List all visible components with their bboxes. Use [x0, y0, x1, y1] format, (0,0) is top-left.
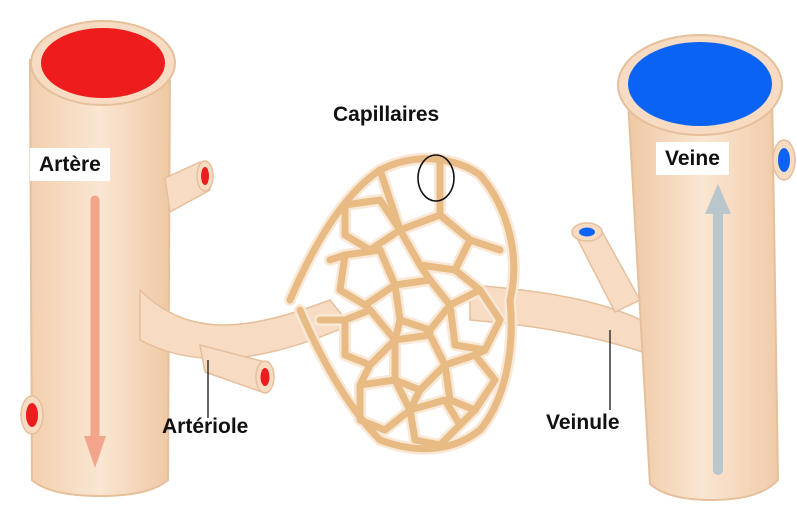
label-vein: Veine	[656, 142, 729, 175]
vein-lumen	[628, 42, 772, 126]
arteriole-lumen	[261, 368, 270, 386]
vein-vessel	[618, 35, 795, 500]
artery-branch-lumen-bottom	[26, 403, 38, 427]
vein-branch-lumen	[778, 148, 790, 172]
artery-lumen	[41, 28, 165, 98]
label-venule: Veinule	[546, 412, 620, 433]
label-capillaries: Capillaires	[333, 104, 439, 125]
venule-branch-lumen	[579, 228, 595, 237]
label-artery: Artère	[30, 148, 110, 181]
label-arteriole: Artériole	[162, 416, 248, 437]
artery-branch-lumen-top	[201, 167, 209, 185]
